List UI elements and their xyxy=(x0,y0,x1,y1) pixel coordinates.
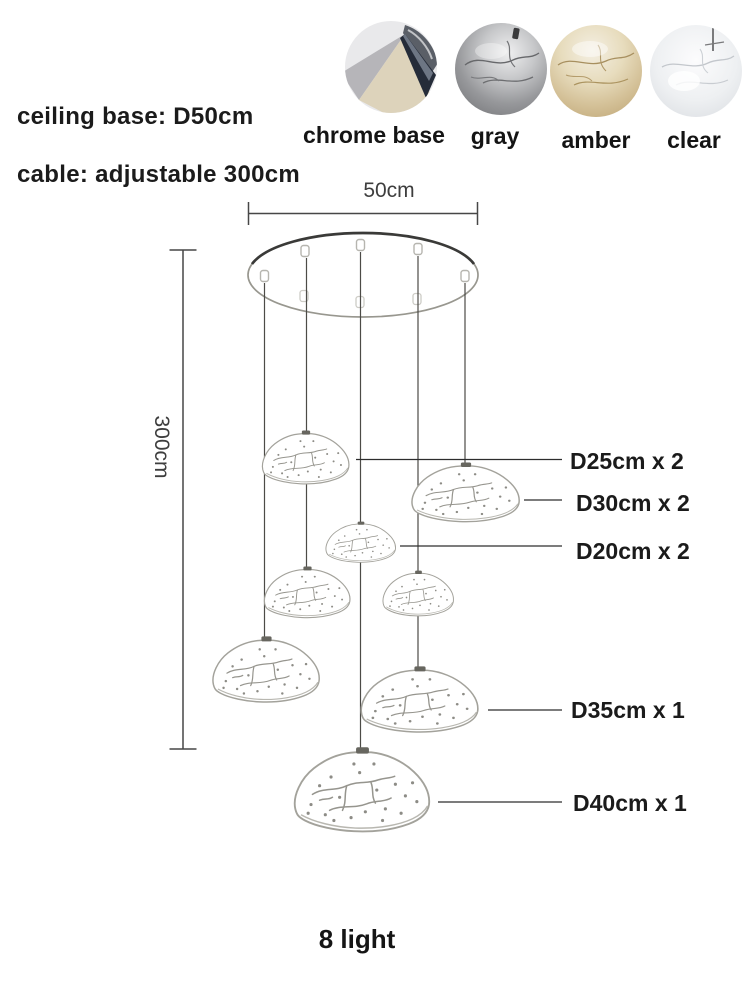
chrome-base-swatch-icon xyxy=(345,21,437,113)
size-label-d20: D20cm x 2 xyxy=(576,538,690,564)
label-leader-lines xyxy=(356,458,562,803)
finish-label-gray: gray xyxy=(470,123,520,149)
pendant-shade-d30-1 xyxy=(411,461,520,523)
ceiling-base-plate xyxy=(247,231,479,318)
pendant-shade-d35 xyxy=(360,665,479,733)
pendant-shade-d20-2 xyxy=(382,570,454,617)
pendant-shade-d20-1 xyxy=(325,521,396,563)
drop-height-dimension-label: 300cm xyxy=(150,415,173,479)
size-label-d40: D40cm x 1 xyxy=(573,790,687,816)
base-width-dimension-label: 50cm xyxy=(363,179,415,202)
finish-label-amber: amber xyxy=(561,127,631,153)
finish-label-clear: clear xyxy=(667,127,721,153)
light-count-label: 8 light xyxy=(318,924,396,954)
base-width-dimension-line xyxy=(247,202,479,225)
pendant-shade-d40 xyxy=(293,746,431,833)
size-label-d35: D35cm x 1 xyxy=(571,697,685,723)
finish-label-chrome-base: chrome base xyxy=(303,122,445,148)
drop-height-dimension-line xyxy=(169,249,197,750)
pendant-shade-d25-2 xyxy=(263,565,351,619)
pendant-shade-d25-1 xyxy=(261,429,350,485)
gray-swatch-icon xyxy=(455,23,547,115)
size-label-d30: D30cm x 2 xyxy=(576,490,690,516)
spec-ceiling-base: ceiling base: D50cm xyxy=(17,103,254,130)
spec-cable-length: cable: adjustable 300cm xyxy=(17,161,301,188)
amber-swatch-icon xyxy=(550,25,642,117)
clear-swatch-icon xyxy=(650,25,742,117)
cable-fittings xyxy=(259,238,470,309)
pendant-shade-d30-2 xyxy=(212,635,320,703)
size-label-d25: D25cm x 2 xyxy=(570,448,684,474)
